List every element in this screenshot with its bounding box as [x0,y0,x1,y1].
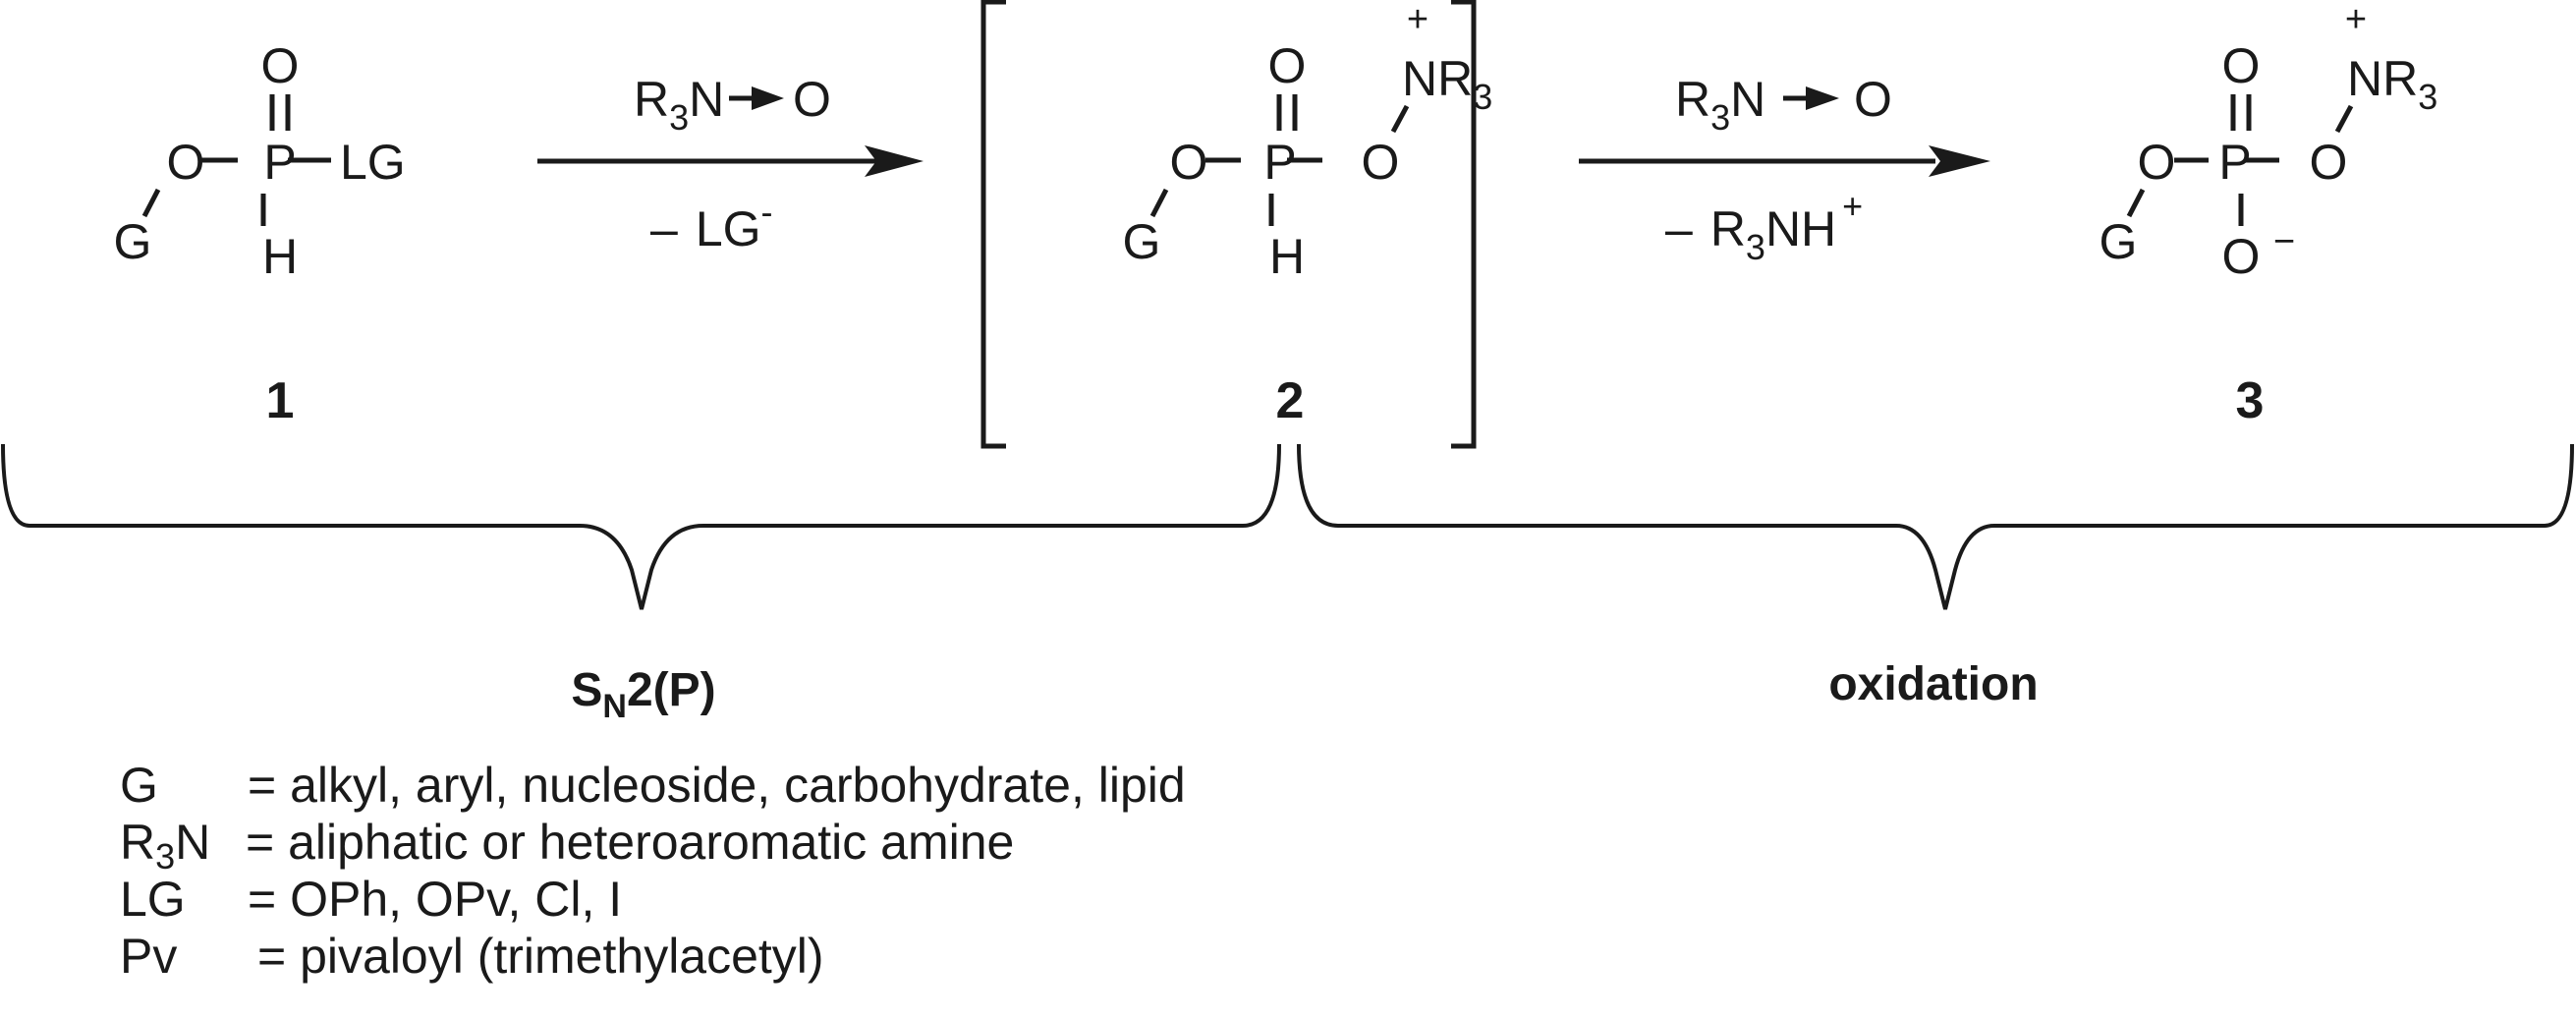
atom-o-left: O [1170,135,1208,190]
atom-o-left: O [167,135,205,190]
legend-row-g: G = alkyl, aryl, nucleoside, carbohydrat… [120,757,1186,814]
legend-value: = aliphatic or heteroaromatic amine [246,815,1015,870]
reagent-oxygen: O [1854,72,1892,127]
compound-1: O O P LG G H 1 [114,38,406,429]
atom-o-top: O [1268,38,1307,93]
legend-value: = alkyl, aryl, nucleoside, carbohydrate,… [248,758,1186,813]
atom-nr3: NR3 [2347,51,2437,117]
brace-oxidation [1297,443,2574,610]
single-bond [2126,188,2146,218]
atom-lg: LG [340,135,406,190]
legend-key: LG [120,872,186,927]
reagent-label: R3N [634,72,724,138]
compound-2: O O P O + NR3 G H 2 [980,0,1492,449]
atom-g: G [2100,214,2138,269]
legend-key: Pv [120,929,178,984]
compound-3: O O P O + NR3 G O − 3 [2100,0,2438,429]
legend-value: = pivaloyl (trimethylacetyl) [257,929,824,984]
arrowhead-icon [865,145,924,177]
single-bond [141,188,161,218]
right-bracket [1451,0,1477,449]
abbreviation-legend: G = alkyl, aryl, nucleoside, carbohydrat… [120,757,1186,985]
atom-g: G [114,214,152,269]
atom-o-left: O [2138,135,2176,190]
atom-o-right: O [2310,135,2348,190]
compound-number: 3 [2236,372,2265,429]
legend-row-r3n: R3N = aliphatic or heteroaromatic amine [120,814,1186,877]
atom-nr3: NR3 [1402,51,1492,117]
single-bond [1390,104,1410,134]
left-bracket [980,0,1006,449]
reaction-arrow-1: R3N O –LG- [537,72,924,256]
atom-h: H [1269,229,1305,284]
atom-o-top: O [2222,38,2261,93]
atom-o-right: O [1362,135,1400,190]
arrowhead-icon [1929,145,1990,177]
legend-value: = OPh, OPv, Cl, I [248,872,623,927]
dative-arrowhead-icon [752,86,784,110]
atom-g: G [1123,214,1161,269]
dative-arrowhead-icon [1806,86,1839,110]
charge-plus: + [2345,0,2367,40]
byproduct-label: –LG- [650,192,773,256]
legend-row-pv: Pv = pivaloyl (trimethylacetyl) [120,928,1186,985]
reaction-arrow-2: R3N O –R3NH+ [1579,72,1990,267]
step-label-oxidation: oxidation [1828,658,2038,710]
single-bond [1149,188,1169,218]
compound-number: 2 [1276,372,1305,429]
byproduct-label: –R3NH+ [1665,186,1863,267]
charge-plus: + [1407,0,1428,40]
step-label-sn2p: SN2(P) [571,664,715,725]
reagent-label: R3N [1675,72,1765,138]
brace-sn2p [1,443,1281,610]
charge-minus: − [2273,221,2295,262]
reagent-oxygen: O [793,72,831,127]
atom-h: H [262,229,298,284]
legend-key: G [120,758,158,813]
atom-o-bottom: O [2222,229,2261,284]
legend-key: R3N [120,815,211,877]
compound-number: 1 [266,372,295,429]
atom-o-top: O [261,38,300,93]
legend-row-lg: LG = OPh, OPv, Cl, I [120,871,1186,928]
single-bond [2334,104,2354,134]
